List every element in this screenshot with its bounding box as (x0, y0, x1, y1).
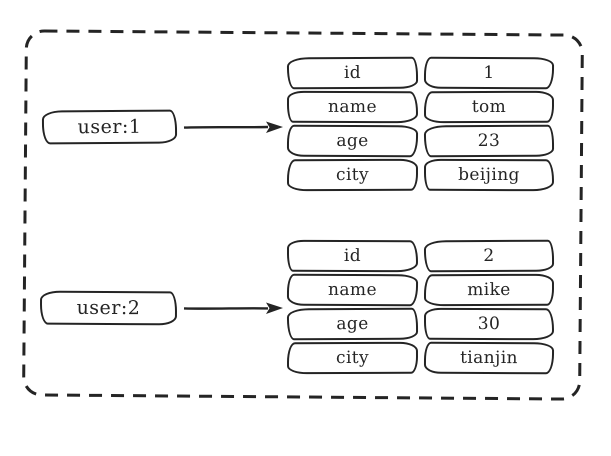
key-label-user1: user:1 (77, 115, 142, 139)
field-cell: age (286, 307, 419, 341)
table-row: id 2 (286, 239, 555, 273)
table-row: age 30 (286, 307, 555, 341)
table-row: name tom (286, 90, 555, 124)
value-cell: mike (423, 273, 555, 307)
value-cell: 1 (423, 56, 555, 90)
table-row: id 1 (286, 56, 555, 90)
field-cell: name (286, 273, 419, 307)
arrow-right-icon-user1 (183, 121, 283, 133)
field-cell: city (286, 158, 419, 192)
field-cell: id (286, 239, 419, 273)
key-label-user2: user:2 (76, 296, 141, 320)
arrow-right-icon-user2 (183, 302, 283, 314)
table-row: age 23 (286, 124, 555, 158)
table-row: name mike (286, 273, 555, 307)
value-cell: beijing (423, 158, 555, 192)
value-cell: 30 (423, 307, 555, 341)
table-row: city tianjin (286, 341, 555, 375)
value-cell: 23 (423, 124, 555, 158)
hash-table-user1: id 1 name tom age 23 city beijing (286, 56, 555, 193)
key-box-user2: user:2 (39, 290, 178, 326)
hash-table-user2: id 2 name mike age 30 city tianjin (286, 239, 555, 376)
field-cell: age (286, 124, 419, 158)
field-cell: id (286, 56, 419, 90)
value-cell: tianjin (423, 341, 555, 375)
value-cell: 2 (423, 239, 555, 273)
value-cell: tom (423, 90, 555, 124)
field-cell: city (286, 341, 419, 375)
table-row: city beijing (286, 158, 555, 192)
dashed-frame (22, 29, 584, 401)
key-box-user1: user:1 (41, 109, 178, 145)
field-cell: name (286, 90, 419, 124)
